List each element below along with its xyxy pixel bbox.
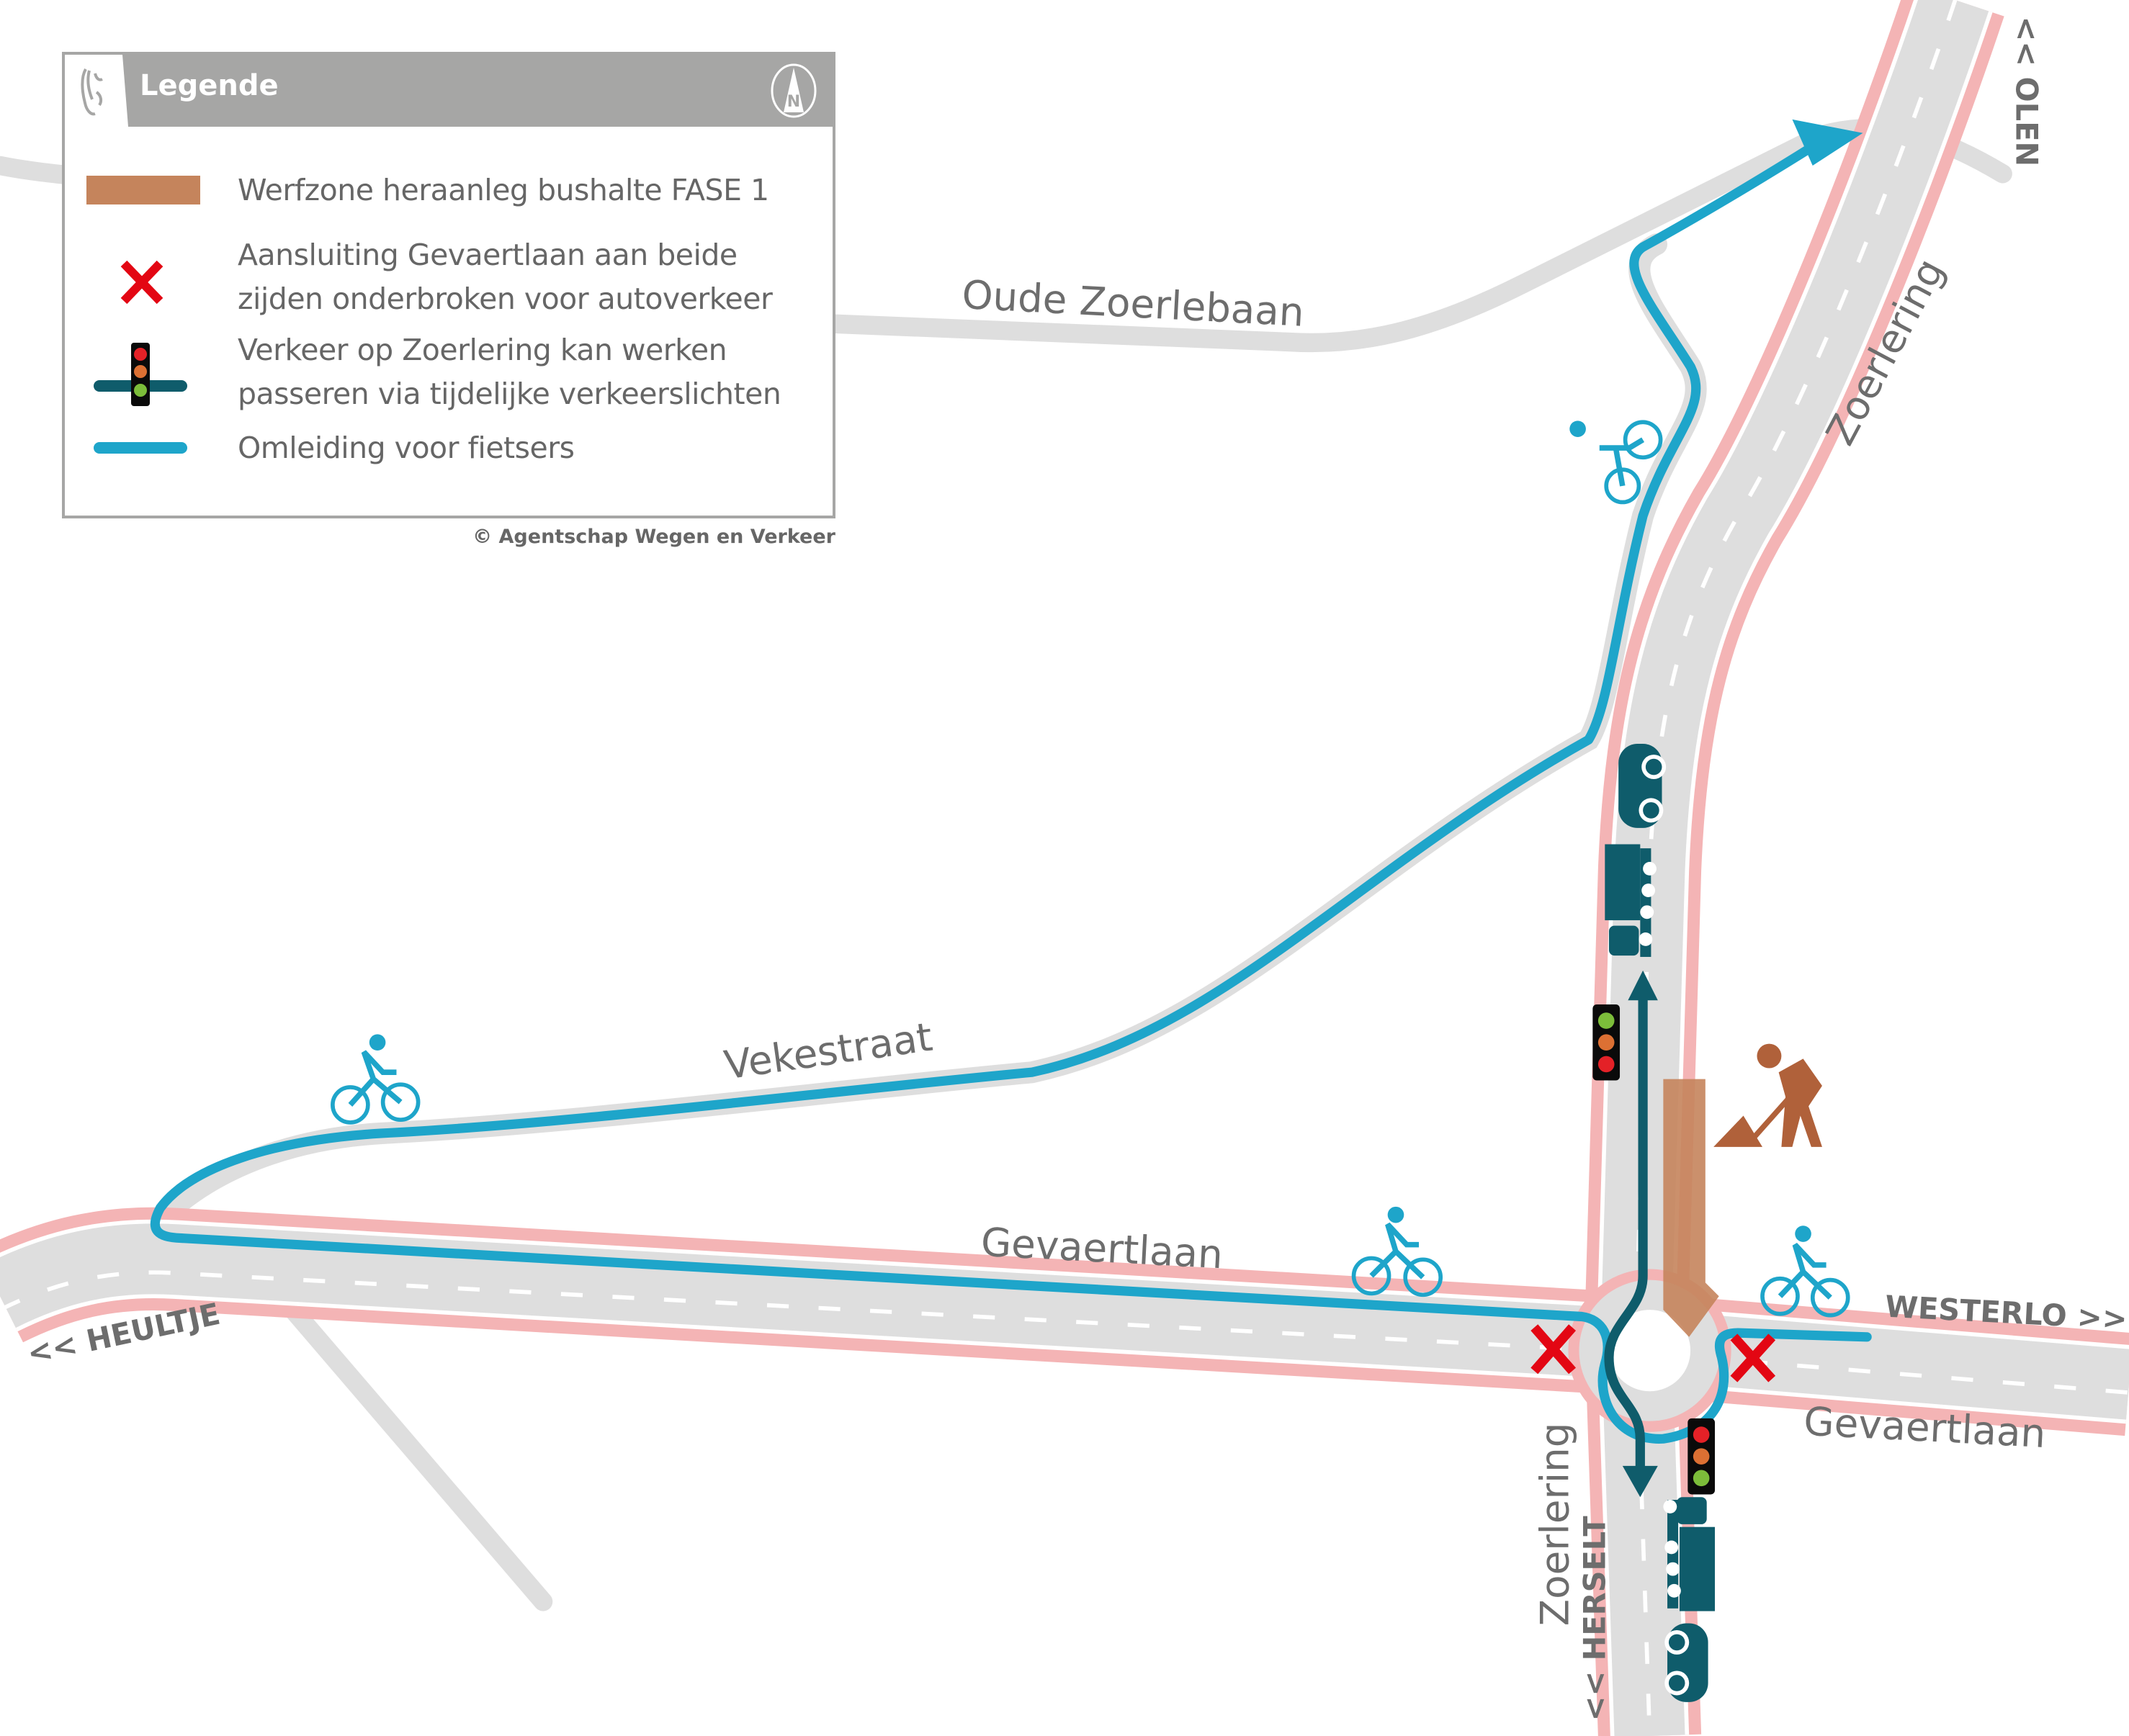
red-cross-icon xyxy=(120,261,163,304)
copyright-credit: © Agentschap Wegen en Verkeer xyxy=(472,526,835,548)
legend-text-traffic-line2: passeren via tijdelijke verkeerslichten xyxy=(238,377,781,411)
closure-cross-east xyxy=(1730,1334,1776,1382)
flemish-lion-logo-icon xyxy=(81,68,103,116)
legend-item-closure: Aansluiting Gevaertlaan aan beide zijden… xyxy=(65,233,833,327)
car-icon-north xyxy=(1618,744,1667,828)
road-worker-icon xyxy=(1713,1043,1822,1147)
traffic-arrow-north xyxy=(1628,970,1658,1001)
legend-header-bg xyxy=(122,55,833,127)
bike-detour-arrowhead xyxy=(1792,119,1863,166)
traffic-flow-line xyxy=(1604,992,1648,1485)
truck-icon-north xyxy=(1605,844,1657,957)
legend-title: Legende xyxy=(140,69,279,102)
cyclist-icon-westerlo xyxy=(1760,1225,1850,1318)
legend-header: Legende N xyxy=(65,55,833,127)
cyclist-icon-vekestraat xyxy=(331,1034,421,1125)
legend-item-worksite: Werfzone heraanleg bushalte FASE 1 xyxy=(65,173,833,226)
traffic-light-road-icon xyxy=(94,343,187,406)
road-gevaertlaan xyxy=(0,1207,2129,1436)
traffic-arrow-south xyxy=(1622,1465,1658,1498)
legend-text-closure-line1: Aansluiting Gevaertlaan aan beide xyxy=(238,238,738,272)
svg-text:N: N xyxy=(787,93,800,111)
legend-panel: Legende N Werfzone heraanleg bushalte FA… xyxy=(62,52,835,518)
closure-cross-west xyxy=(1530,1324,1577,1375)
truck-icon-south xyxy=(1663,1497,1716,1611)
direction-olen: << OLEN xyxy=(2009,17,2044,167)
legend-item-bike-detour: Omleiding voor fietsers xyxy=(65,429,833,480)
traffic-light-north xyxy=(1592,1004,1621,1081)
worksite-swatch-icon xyxy=(86,176,200,204)
label-zoerlering-south: Zoerlering xyxy=(1531,1423,1577,1627)
legend-text-worksite: Werfzone heraanleg bushalte FASE 1 xyxy=(238,173,769,207)
cyclist-icon-gevaertlaan xyxy=(1351,1206,1443,1297)
direction-herselt: << HERSELT xyxy=(1577,1516,1612,1722)
legend-item-traffic-lights: Verkeer op Zoerlering kan werken passere… xyxy=(65,328,833,422)
traffic-light-south xyxy=(1687,1418,1716,1495)
road-side-sw xyxy=(248,1259,553,1611)
road-zoerlering xyxy=(1584,0,2004,1736)
cyclist-icon-oude-zoerlebaan xyxy=(1569,420,1663,505)
bike-detour-route xyxy=(150,141,1872,1444)
legend-text-bike-detour: Omleiding voor fietsers xyxy=(238,431,575,465)
legend-text-closure-line2: zijden onderbroken voor autoverkeer xyxy=(238,282,773,316)
north-arrow-icon: N xyxy=(771,63,817,118)
car-icon-south xyxy=(1664,1623,1708,1702)
blue-line-icon xyxy=(94,442,187,454)
worksite-zone xyxy=(1663,1079,1719,1337)
legend-text-traffic-line1: Verkeer op Zoerlering kan werken xyxy=(238,333,727,367)
